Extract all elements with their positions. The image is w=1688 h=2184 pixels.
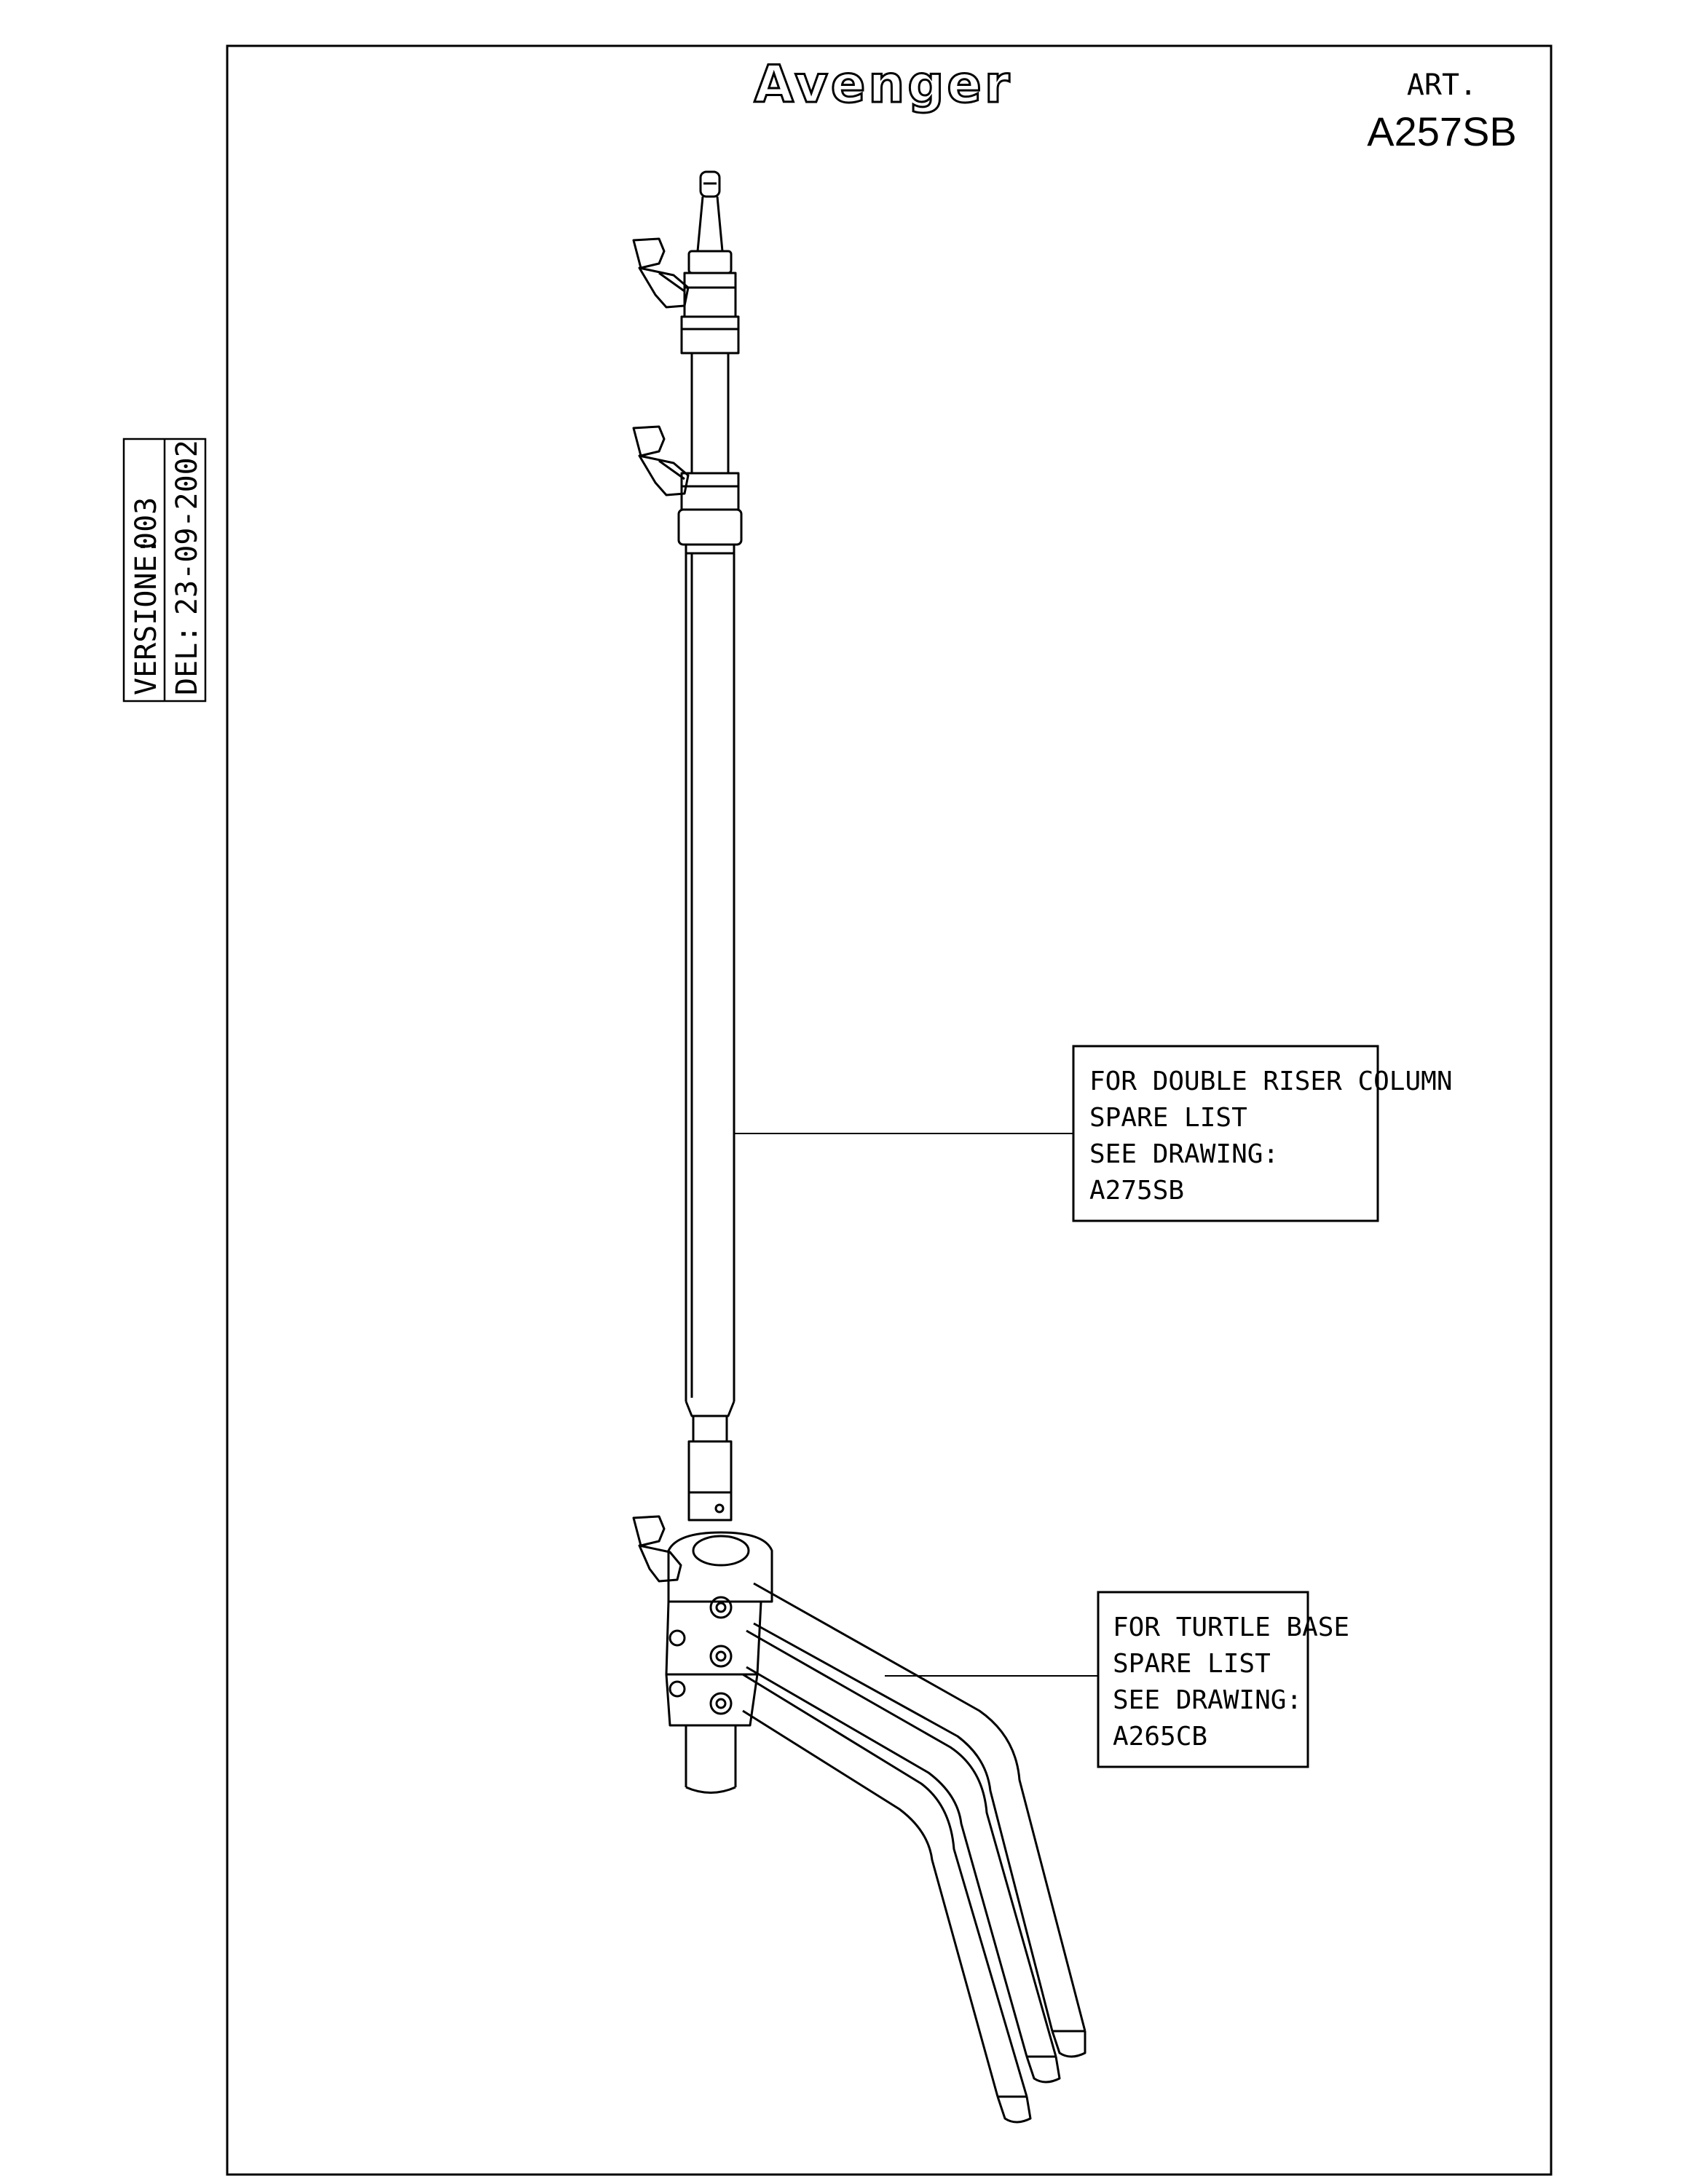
date-value: 23-09-2002 bbox=[170, 440, 204, 615]
callout-turtle-base: FOR TURTLE BASE SPARE LIST SEE DRAWING: … bbox=[1097, 1591, 1349, 1768]
callout-2-line-2: SPARE LIST bbox=[1113, 1649, 1271, 1679]
callout-2-line-1: FOR TURTLE BASE bbox=[1113, 1613, 1349, 1642]
version-box: VERSIONE: 003 DEL: 23-09-2002 bbox=[122, 438, 207, 703]
version-value: 003 bbox=[130, 497, 163, 550]
version-label: VERSIONE: bbox=[130, 537, 163, 695]
callout-riser-column: FOR DOUBLE RISER COLUMN SPARE LIST SEE D… bbox=[1072, 1045, 1453, 1222]
brand-logo: Avenger bbox=[754, 55, 1013, 114]
art-label: ART. bbox=[1407, 68, 1477, 102]
art-code: A257SB bbox=[1367, 108, 1517, 154]
date-label: DEL: bbox=[170, 625, 204, 695]
turtle-base bbox=[665, 1531, 1086, 2124]
riser-column bbox=[632, 170, 743, 1583]
callout-2-line-3: SEE DRAWING: bbox=[1113, 1685, 1302, 1715]
drawing-frame bbox=[226, 44, 1553, 2176]
callout-2-line-4: A265CB bbox=[1113, 1722, 1207, 1752]
callout-1-line-3: SEE DRAWING: bbox=[1089, 1139, 1279, 1169]
callout-1-line-2: SPARE LIST bbox=[1089, 1103, 1247, 1133]
callout-1-line-1: FOR DOUBLE RISER COLUMN bbox=[1089, 1067, 1453, 1096]
callout-1-line-4: A275SB bbox=[1089, 1176, 1184, 1206]
